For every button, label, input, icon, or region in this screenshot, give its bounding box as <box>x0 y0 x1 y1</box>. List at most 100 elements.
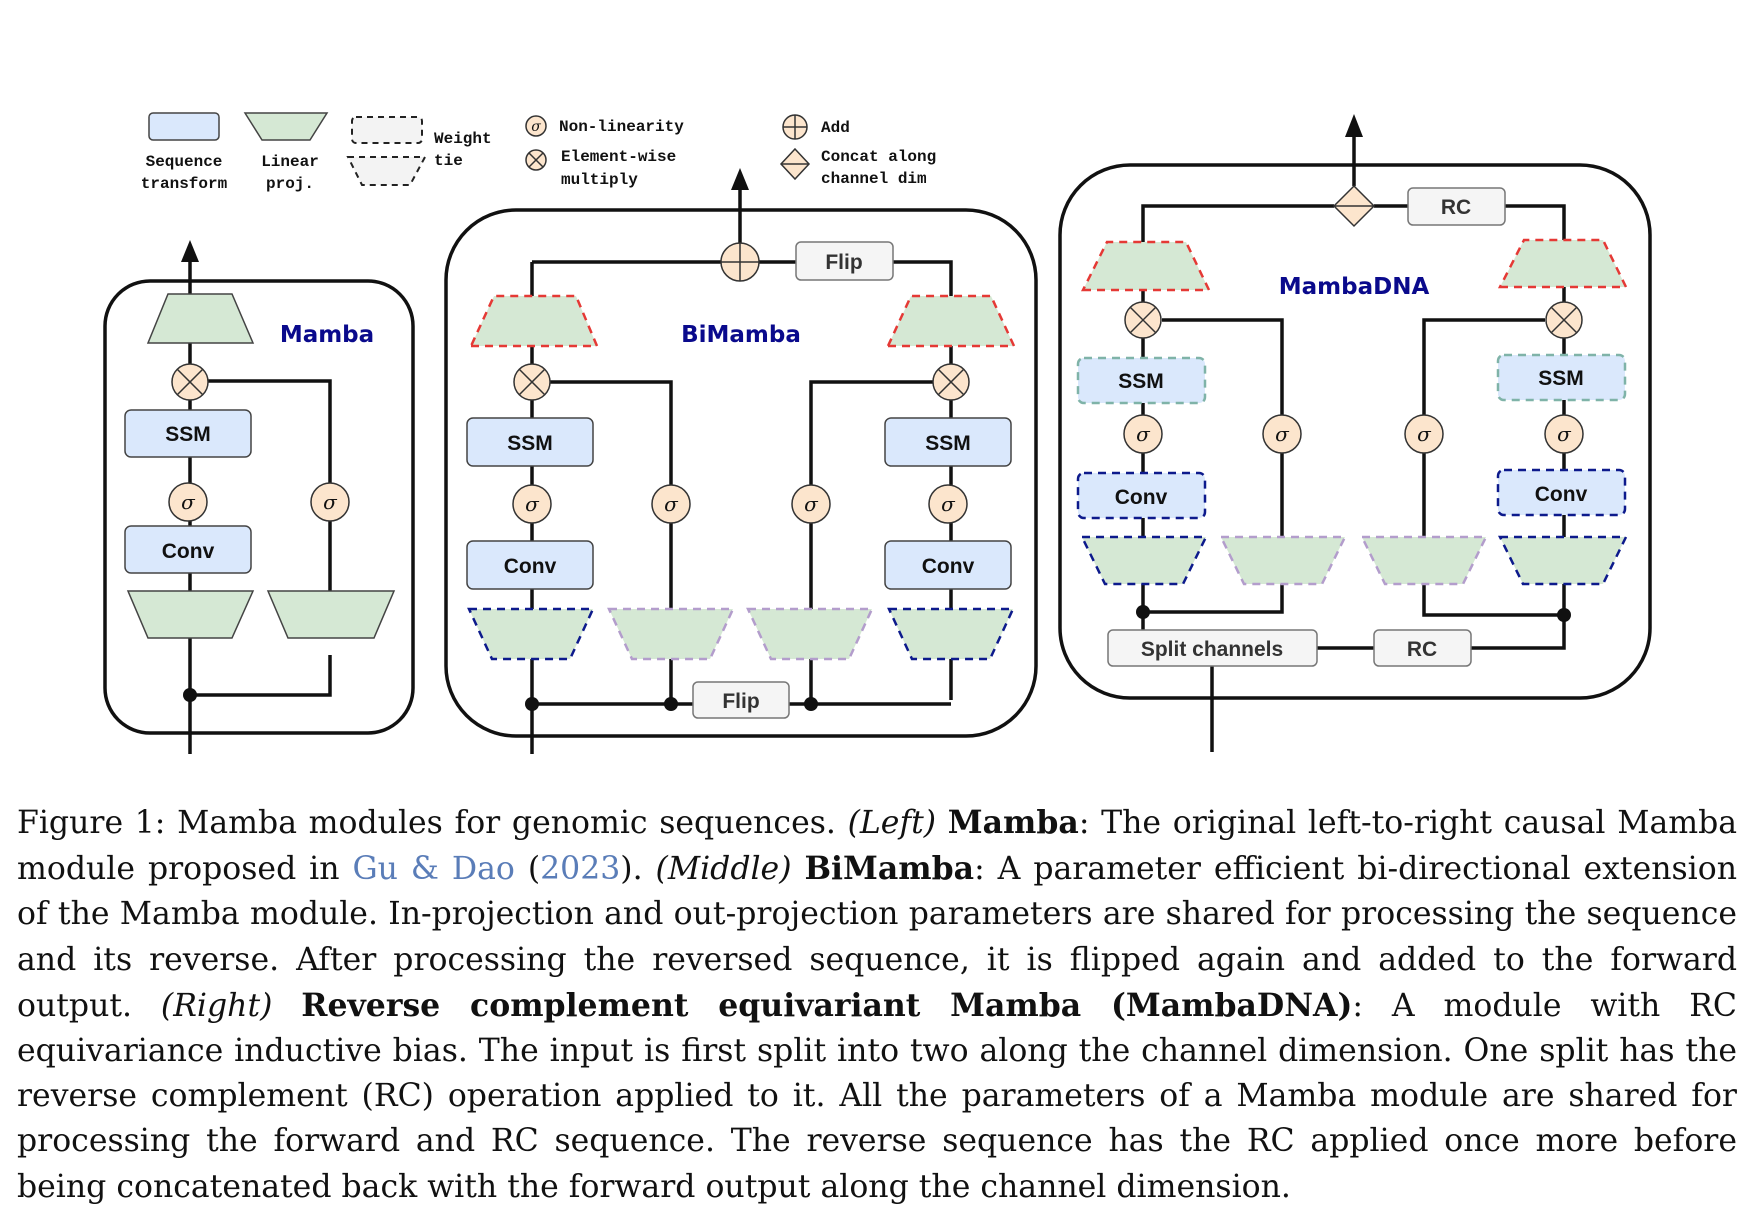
sigma-glyph: σ <box>1557 422 1572 446</box>
sigma-icon <box>651 484 691 524</box>
caption-right-text: : A module with RC equivariance inductiv… <box>17 987 1738 1205</box>
legend-label: channel dim <box>821 170 927 188</box>
caption-right-name: Reverse complement equivariant Mamba (Ma… <box>301 986 1353 1024</box>
out-projection-tied <box>1497 238 1629 289</box>
legend-linear-proj: Linear proj. <box>243 112 329 193</box>
legend-label: Element-wise <box>561 148 676 166</box>
mamba-module: Mamba SSM σ σ Conv <box>103 240 415 754</box>
sigma-icon <box>1404 414 1444 454</box>
module-title: MambaDNA <box>1279 274 1430 300</box>
multiply-icon <box>1545 301 1583 339</box>
caption-left-name: Mamba <box>947 804 1079 841</box>
sigma-glyph: σ <box>323 490 338 514</box>
citation-authors-link[interactable]: Gu & Dao <box>352 851 515 888</box>
out-projection-tied <box>469 294 599 348</box>
module-title: Mamba <box>280 322 374 348</box>
sigma-icon <box>1544 414 1584 454</box>
split-channels-block <box>1107 629 1318 667</box>
ssm-block-tied <box>1496 353 1627 402</box>
caption-intro: Mamba modules for genomic sequences. <box>177 805 836 841</box>
sigma-glyph: σ <box>181 490 196 514</box>
sigma-icon <box>1262 414 1302 454</box>
caption-left-text: : The original left-to-right causal Mamb… <box>17 805 1738 888</box>
flip-label: Flip <box>825 251 862 274</box>
concat-icon <box>1332 184 1376 228</box>
citation-year-link[interactable]: 2023 <box>540 851 621 888</box>
sigma-icon <box>791 484 831 524</box>
sigma-icon <box>1123 414 1163 454</box>
junction-dot <box>804 697 818 711</box>
sigma-glyph: σ <box>941 492 956 516</box>
out-projection-tied <box>886 294 1016 348</box>
in-projection-tied <box>1497 535 1629 586</box>
caption-middle-text: : A parameter efficient bi-directional e… <box>17 851 1737 1024</box>
junction-dot <box>183 688 197 702</box>
conv-label: Conv <box>1535 483 1588 506</box>
ssm-label: SSM <box>1538 367 1584 390</box>
sigma-glyph: σ <box>664 492 679 516</box>
gate-projection-tied <box>607 607 735 661</box>
ssm-block <box>124 409 252 458</box>
gate-projection-tied <box>1218 535 1348 586</box>
legend-sequence-transform: Sequence transform <box>141 112 228 193</box>
sigma-glyph: σ <box>1136 422 1151 446</box>
sigma-icon <box>928 484 968 524</box>
flip-bottom-block <box>692 681 790 719</box>
legend: Sequence transform Linear proj. Weight t… <box>141 112 936 193</box>
legend-label: Non-linearity <box>559 118 684 136</box>
ssm-block <box>466 417 594 467</box>
legend-concat: Concat along channel dim <box>779 147 936 188</box>
conv-block <box>884 540 1012 590</box>
conv-label: Conv <box>162 540 215 563</box>
conv-label: Conv <box>922 555 975 578</box>
legend-label: Linear <box>261 153 319 171</box>
in-projection-tied <box>467 607 595 661</box>
conv-block <box>466 540 594 590</box>
legend-label: Weight <box>434 130 492 148</box>
sigma-icon <box>512 484 552 524</box>
output-arrow-icon <box>1345 114 1363 137</box>
split-channels-label: Split channels <box>1141 638 1283 661</box>
figure-label: Figure 1: <box>17 805 166 841</box>
sigma-glyph: σ <box>531 119 541 135</box>
junction-dot <box>1557 608 1571 622</box>
legend-label: transform <box>141 175 228 193</box>
caption-middle-tag: (Middle) <box>655 851 792 888</box>
sigma-glyph: σ <box>804 492 819 516</box>
ssm-label: SSM <box>507 432 553 455</box>
legend-label: Add <box>821 119 850 137</box>
multiply-icon <box>1124 301 1162 339</box>
ssm-label: SSM <box>1118 370 1164 393</box>
gate-projection-tied <box>1359 535 1489 586</box>
sigma-icon <box>525 115 547 137</box>
flip-top-block <box>795 241 894 281</box>
caption-left-tag: (Left) <box>847 805 937 841</box>
sigma-glyph: σ <box>525 492 540 516</box>
junction-dot <box>1136 605 1150 619</box>
out-projection <box>146 293 255 344</box>
ssm-label: SSM <box>925 432 971 455</box>
flip-label: Flip <box>722 690 759 713</box>
legend-element-wise-multiply: Element-wise multiply <box>525 148 676 189</box>
conv-block-tied <box>1076 471 1207 520</box>
sequence-transform-icon <box>148 112 220 141</box>
legend-add: Add <box>782 114 850 140</box>
legend-non-linearity: σ Non-linearity <box>525 115 684 137</box>
caption-middle-name: BiMamba <box>804 850 975 888</box>
module-title: BiMamba <box>681 322 801 348</box>
legend-weight-tie: Weight tie <box>346 116 492 186</box>
caption-right-tag: (Right) <box>160 987 273 1024</box>
rc-bottom-block <box>1373 629 1472 667</box>
conv-label: Conv <box>504 555 557 578</box>
figure-diagram: Sequence transform Linear proj. Weight t… <box>103 112 1652 754</box>
junction-dot <box>525 697 539 711</box>
sigma-glyph: σ <box>1417 422 1432 446</box>
gate-projection-tied <box>746 607 874 661</box>
in-projection <box>126 590 255 639</box>
conv-block <box>124 525 252 574</box>
multiply-icon <box>513 363 551 401</box>
mamba-module-border <box>103 279 415 735</box>
sigma-icon <box>168 482 208 522</box>
output-arrow-icon <box>731 168 749 190</box>
in-projection-tied <box>887 607 1015 661</box>
